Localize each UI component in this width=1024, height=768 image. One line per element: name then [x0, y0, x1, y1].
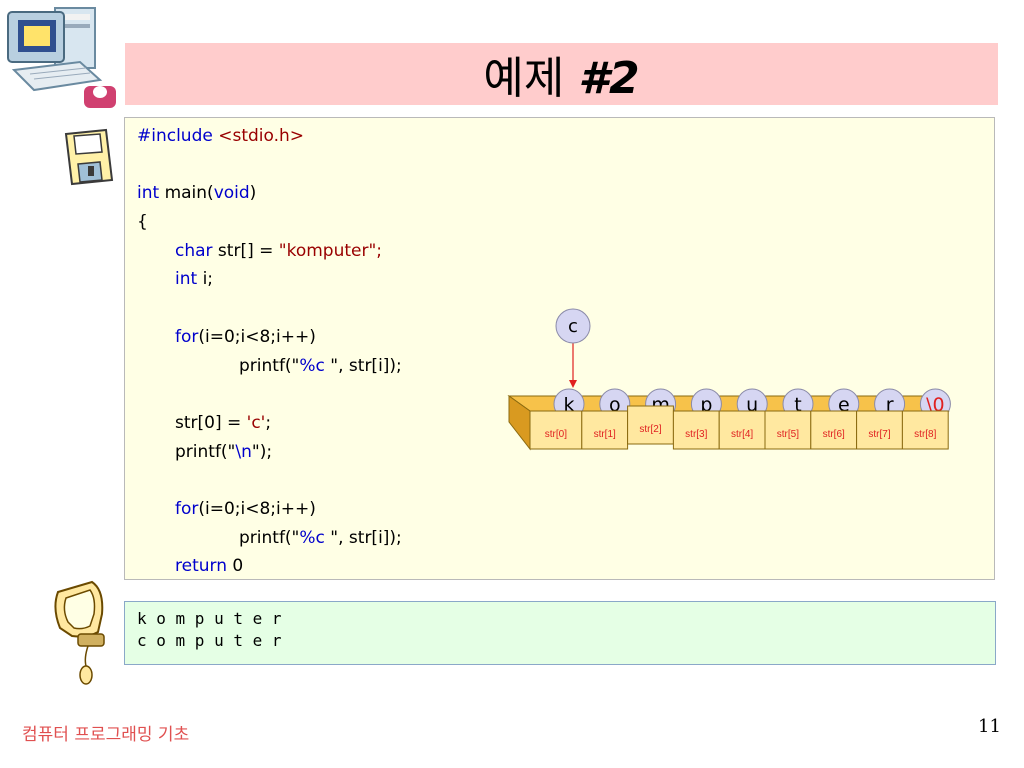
array-char-label: o	[609, 394, 621, 416]
code-line: char str[] = "komputer";	[137, 237, 402, 266]
code-token: main(	[159, 183, 214, 204]
array-cell	[764, 410, 812, 450]
code-token: int	[175, 269, 198, 290]
code-listing: #include <stdio.h> int main(void) { char s…	[137, 122, 402, 581]
array-cell	[901, 410, 949, 450]
code-token: char	[175, 240, 213, 261]
array-cell	[581, 410, 629, 450]
code-token: <stdio.h>	[218, 126, 305, 146]
code-line: printf("%c ", str[i]);	[137, 524, 402, 553]
code-token: (i=0;i<8;i++)	[198, 498, 316, 519]
code-token: 'c'	[246, 412, 266, 433]
array-cell-index-label: str[0]	[545, 429, 567, 440]
array-char-label: e	[838, 394, 850, 416]
code-token: for	[175, 326, 199, 347]
code-token: {	[137, 212, 148, 233]
program-output-box: k o m p u t e r c o m p u t e r	[124, 601, 996, 665]
code-token: printf("	[175, 441, 236, 462]
code-token: \n	[235, 441, 252, 462]
code-line: return 0	[137, 552, 402, 581]
replacement-arrow-head	[569, 380, 577, 388]
monitor-mouse-clipart-icon	[54, 580, 105, 685]
code-token: ;	[265, 412, 272, 433]
code-token: 0	[226, 556, 244, 577]
code-line: #include <stdio.h>	[137, 122, 402, 151]
slide-title-text: 예제	[483, 53, 579, 104]
array-cell-index-label: str[3]	[685, 429, 707, 440]
code-listing-box: #include <stdio.h> int main(void) { char s…	[124, 117, 995, 580]
replacement-char-ball	[555, 308, 591, 344]
array-cell-index-label: str[2]	[639, 424, 661, 435]
array-cell-index-label: str[8]	[914, 429, 936, 440]
code-token: )	[249, 183, 257, 204]
code-token: str[0] =	[175, 412, 247, 433]
code-token: int	[137, 183, 160, 204]
code-line: str[0] = 'c';	[137, 409, 402, 438]
code-token: ");	[251, 441, 273, 462]
array-cell	[627, 405, 674, 445]
code-token: ", str[i]);	[330, 527, 402, 548]
code-token: void	[213, 183, 250, 204]
code-token: #include	[137, 126, 219, 146]
page-number: 11	[978, 716, 1001, 737]
replacement-char-label: c	[568, 316, 578, 337]
array-cell	[672, 410, 720, 450]
slide-title: 예제 #2	[483, 42, 639, 106]
code-token: i;	[197, 269, 214, 290]
code-line: int main(void)	[137, 179, 402, 208]
output-line-2: c o m p u t e r	[137, 631, 282, 650]
array-cell	[856, 410, 903, 450]
code-token: str[] =	[212, 240, 279, 261]
array-cell-index-label: str[4]	[731, 429, 753, 440]
code-line: printf("\n");	[137, 438, 402, 467]
code-token: for	[175, 498, 199, 519]
array-cell-index-label: str[6]	[823, 429, 845, 440]
floppy-disk-clipart-icon	[64, 128, 114, 186]
code-token: %c	[299, 355, 331, 376]
code-token: ", str[i]);	[330, 355, 402, 376]
array-char-label: k	[563, 394, 574, 416]
array-char-label: r	[886, 394, 894, 416]
code-token: "komputer";	[278, 240, 383, 261]
code-token: (i=0;i<8;i++)	[198, 326, 316, 347]
code-line: printf("%c ", str[i]);	[137, 352, 402, 381]
code-line: {	[137, 208, 402, 237]
code-line: int i;	[137, 265, 402, 294]
array-cell	[529, 410, 583, 450]
code-token: %c	[299, 527, 331, 548]
code-token: printf("	[239, 527, 300, 548]
slide-title-bar: 예제 #2	[125, 43, 998, 105]
course-name-footer: 컴퓨터 프로그래밍 기초	[22, 725, 190, 745]
code-line: for(i=0;i<8;i++)	[137, 323, 402, 352]
array-cell-index-label: str[7]	[868, 429, 890, 440]
code-line: for(i=0;i<8;i++)	[137, 495, 402, 524]
computer-clipart-icon	[7, 7, 116, 108]
array-char-label: t	[794, 394, 801, 416]
array-cell-index-label: str[1]	[594, 429, 616, 440]
slide-title-number: #2	[578, 53, 640, 104]
output-line-1: k o m p u t e r	[137, 609, 282, 628]
code-token: return	[175, 556, 227, 577]
code-token: printf("	[239, 355, 300, 376]
array-cell-index-label: str[5]	[777, 429, 799, 440]
